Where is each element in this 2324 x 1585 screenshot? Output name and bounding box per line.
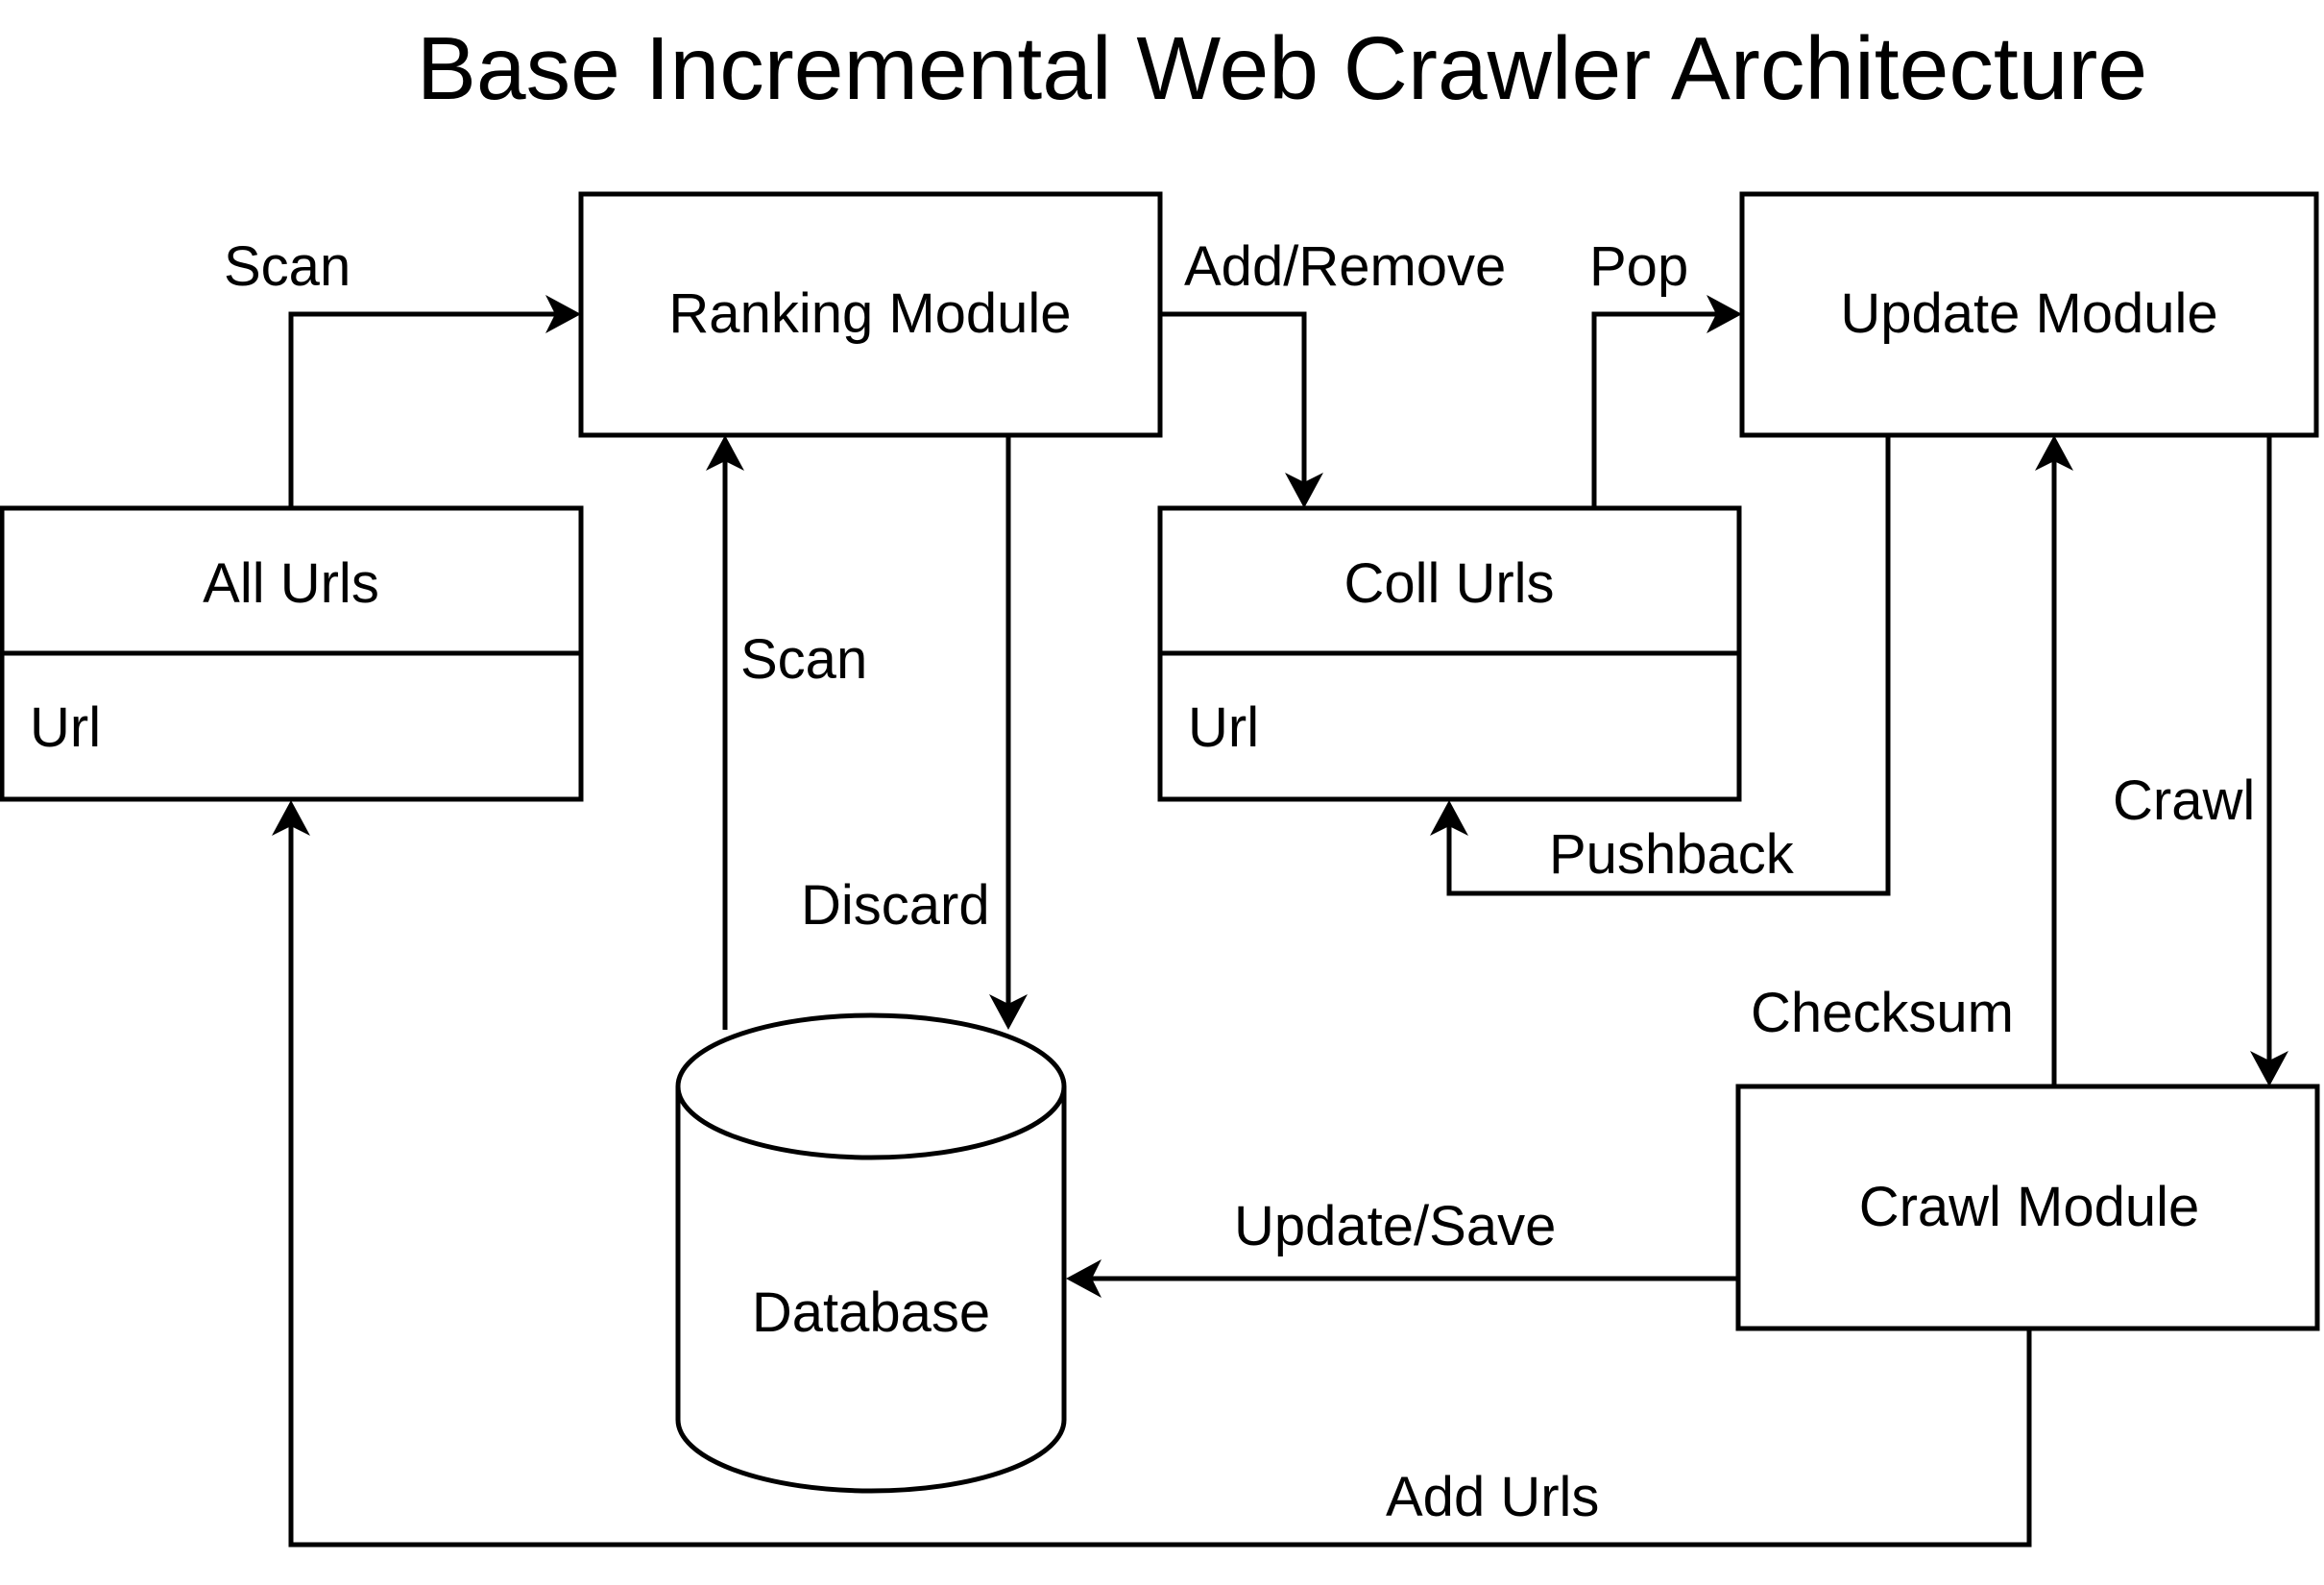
node-coll-urls: Coll Urls Url [1157, 505, 1742, 802]
database-cylinder-body [675, 1086, 1067, 1494]
crawl-module-label: Crawl Module [1859, 1176, 2200, 1238]
edge-update-to-coll-urls [1430, 435, 1891, 896]
arrowhead-icon [706, 435, 744, 471]
edge-line [1160, 311, 1307, 482]
edge-crawl-to-all-urls [272, 800, 2032, 1548]
update-module-box [1739, 191, 2319, 438]
coll-urls-field: Url [1188, 696, 1259, 759]
arrowhead-icon [1707, 295, 1742, 333]
arrowhead-icon [1430, 800, 1468, 836]
node-update-module: Update Module [1739, 191, 2319, 438]
arrowhead-icon [545, 295, 581, 333]
node-ranking-module: Ranking Module [578, 191, 1163, 438]
edge-all-urls-to-ranking [288, 295, 581, 508]
edge-labels: Scan Add/Remove Pop Scan Discard Pushbac… [224, 235, 2255, 1528]
node-all-urls: All Urls Url [0, 505, 584, 802]
arrowhead-icon [989, 994, 1028, 1030]
edge-ranking-to-database [989, 435, 1028, 1030]
node-database: Database [675, 1012, 1067, 1494]
ranking-module-box [578, 191, 1163, 438]
edge-crawl-to-update [2035, 435, 2073, 1086]
edge-database-to-ranking [706, 435, 744, 1030]
edge-label-add-remove: Add/Remove [1184, 235, 1506, 298]
all-urls-field: Url [30, 696, 101, 759]
edge-line [1446, 435, 1891, 896]
edge-label-pushback: Pushback [1549, 823, 1795, 886]
all-urls-header: All Urls [203, 552, 379, 615]
edge-label-add-urls: Add Urls [1386, 1466, 1599, 1528]
edge-line [1591, 311, 1716, 508]
database-label: Database [752, 1281, 990, 1344]
update-module-label: Update Module [1840, 282, 2217, 345]
edge-label-scan-database: Scan [740, 628, 867, 691]
edge-label-scan-top: Scan [224, 235, 351, 298]
arrowhead-icon [2035, 435, 2073, 471]
edges [272, 295, 2288, 1548]
database-cylinder-top [675, 1012, 1067, 1160]
ranking-module-label: Ranking Module [668, 282, 1071, 345]
edge-ranking-to-coll-urls [1160, 311, 1323, 508]
edge-label-pop: Pop [1589, 235, 1688, 298]
node-crawl-module: Crawl Module [1735, 1084, 2320, 1331]
arrowhead-icon [1066, 1259, 1101, 1298]
edge-label-crawl: Crawl [2113, 769, 2255, 832]
edge-label-checksum: Checksum [1751, 982, 2014, 1044]
crawl-module-box [1735, 1084, 2320, 1331]
edge-coll-urls-to-update [1591, 295, 1742, 508]
edge-label-update-save: Update/Save [1234, 1195, 1556, 1257]
diagram-title: Base Incremental Web Crawler Architectur… [417, 18, 2147, 118]
edge-line [288, 826, 2032, 1548]
coll-urls-header: Coll Urls [1344, 552, 1554, 615]
edge-update-to-crawl [2250, 435, 2288, 1086]
edge-line [288, 311, 555, 508]
edge-crawl-to-database [1066, 1259, 1738, 1298]
arrowhead-icon [1285, 473, 1323, 508]
arrowhead-icon [272, 800, 310, 836]
arrowhead-icon [2250, 1051, 2288, 1086]
edge-label-discard: Discard [801, 874, 990, 937]
